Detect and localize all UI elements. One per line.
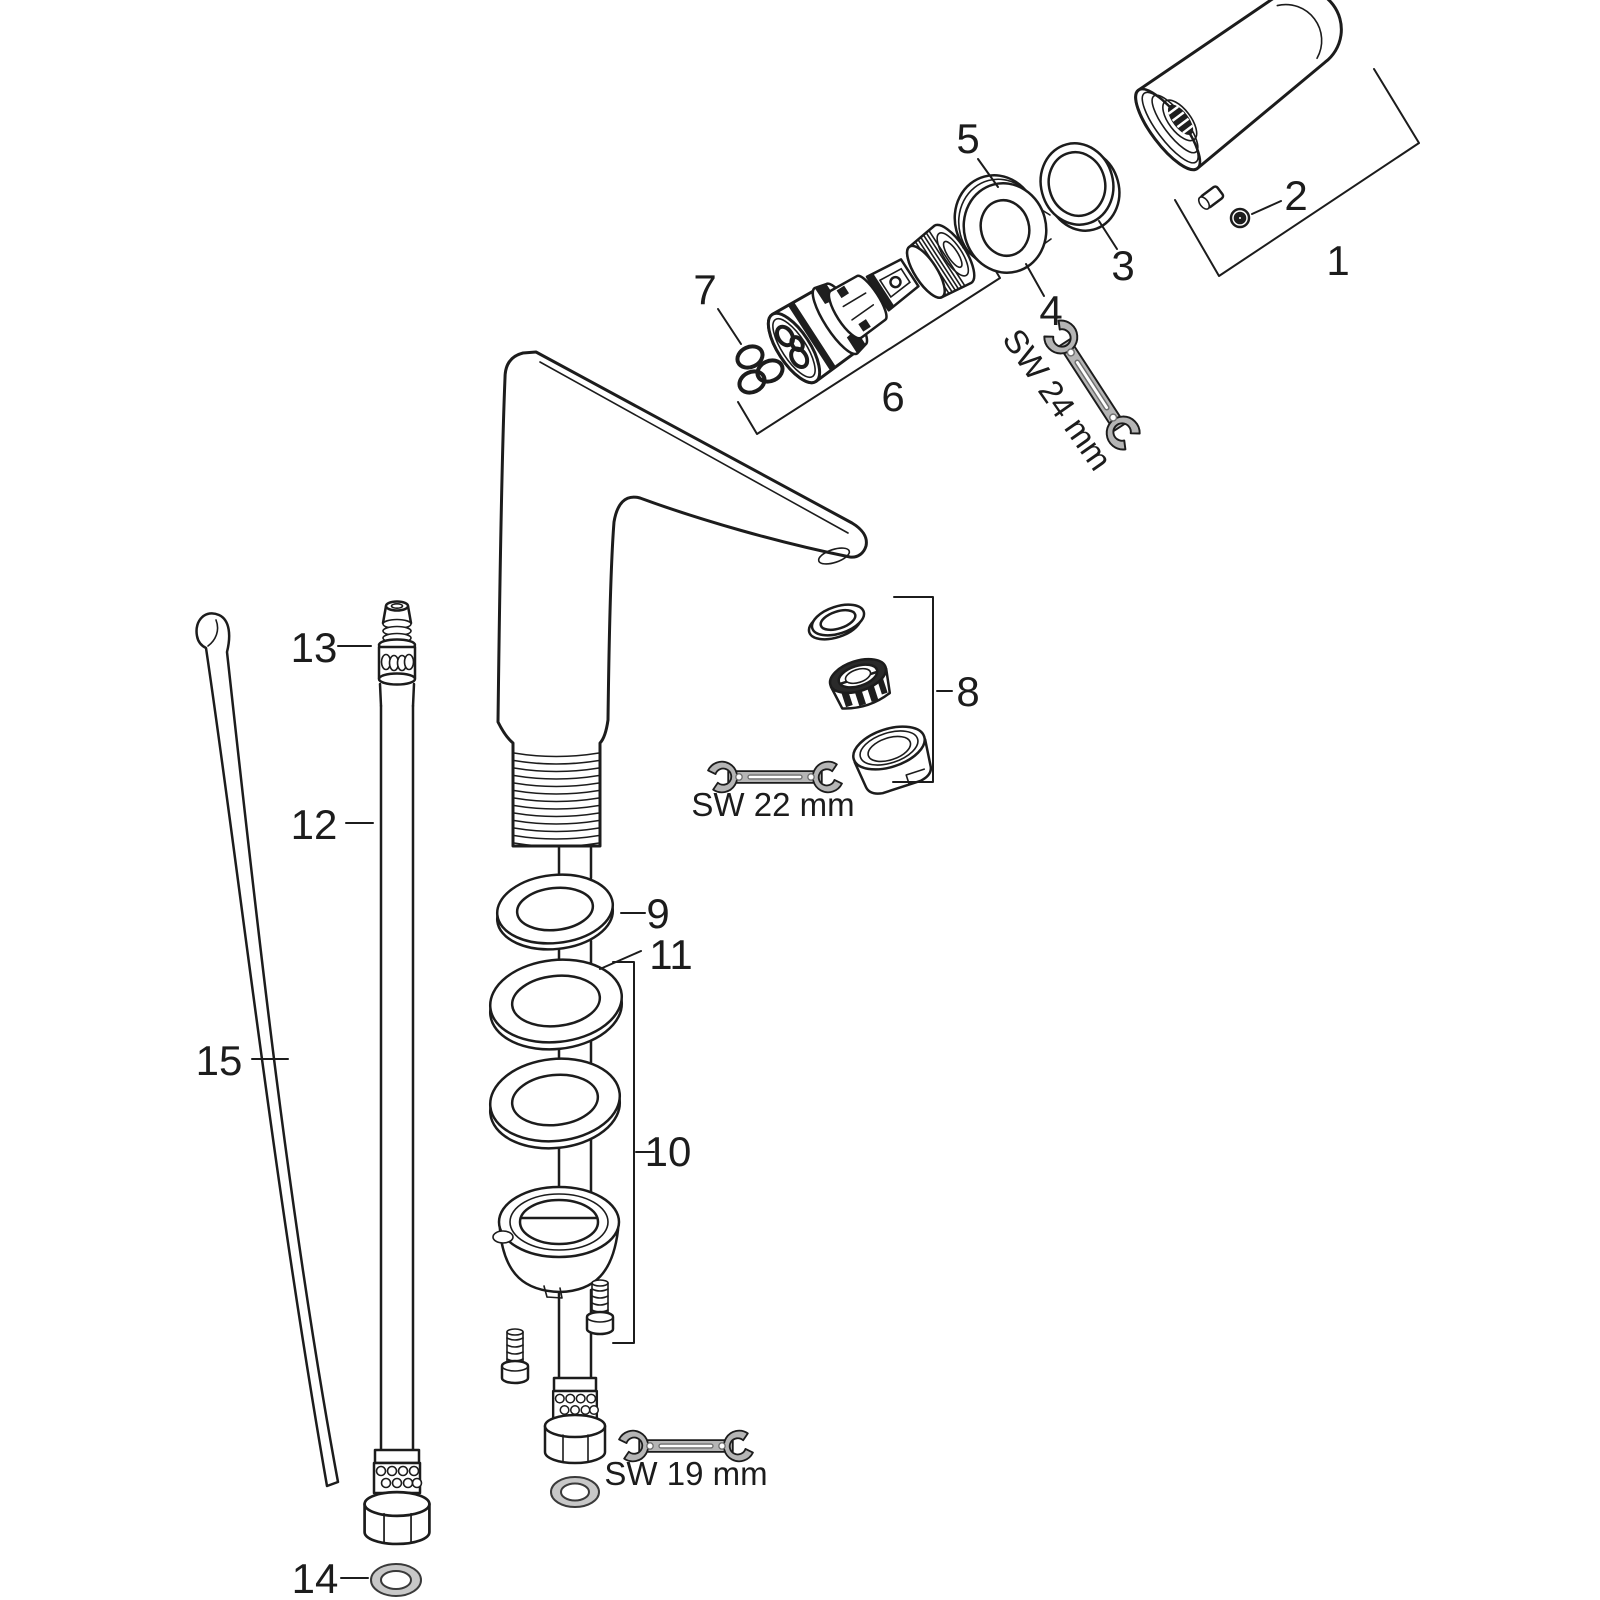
mounting-flange-nut <box>492 1185 621 1299</box>
cartridge <box>766 258 920 385</box>
callout-8: 8 <box>956 668 979 715</box>
aerator-insert <box>828 657 892 710</box>
supply-washer <box>549 1476 601 1508</box>
bracket-10 <box>612 961 635 1344</box>
ring-11 <box>488 958 624 1051</box>
supply-pipe <box>557 846 593 1382</box>
wrench-label-sw22: SW 22 mm <box>691 786 854 823</box>
hose-tube <box>379 704 415 1452</box>
supply-pipe-connector <box>543 1376 607 1508</box>
handle-spline-socket <box>1167 104 1194 135</box>
ring-9 <box>495 873 615 951</box>
wrench-label-sw19: SW 19 mm <box>604 1455 767 1492</box>
callout-13: 13 <box>291 624 338 671</box>
aerator-set <box>807 596 953 795</box>
callout-4: 4 <box>1039 287 1062 334</box>
set-screw <box>1197 185 1251 229</box>
fixation-screw-b <box>500 1327 530 1385</box>
handle <box>1134 0 1343 172</box>
bracket-1 <box>1174 68 1420 277</box>
callout-15: 15 <box>196 1037 243 1084</box>
callout-9: 9 <box>646 890 669 937</box>
callout-7: 7 <box>693 266 716 313</box>
callout-14: 14 <box>292 1555 339 1600</box>
callout-1: 1 <box>1326 237 1349 284</box>
callouts: 1 2 3 4 5 6 7 8 9 10 11 12 13 14 15 <box>196 115 1350 1600</box>
aerator-housing <box>852 725 933 795</box>
ring-3 <box>1039 142 1121 232</box>
spout-outlet <box>817 547 851 565</box>
callout-11: 11 <box>649 931 693 978</box>
bracket-8 <box>892 596 934 783</box>
collar-ring-set <box>953 174 1052 274</box>
hose-connector <box>377 600 417 708</box>
callout-3: 3 <box>1111 242 1134 289</box>
cartridge-seal-set <box>735 344 785 395</box>
cartridge-nut <box>905 223 977 299</box>
pull-rod <box>195 612 340 1488</box>
callout-10: 10 <box>645 1128 692 1175</box>
aerator-gasket <box>807 603 866 641</box>
callout-2: 2 <box>1284 172 1307 219</box>
callout-12: 12 <box>291 801 338 848</box>
ring-10 <box>488 1057 622 1150</box>
faucet-body <box>496 350 868 1382</box>
leader-lines <box>251 158 1282 1579</box>
callout-6: 6 <box>881 373 904 420</box>
sealing-washer-14 <box>369 1563 423 1597</box>
callout-5: 5 <box>956 115 979 162</box>
threaded-shank <box>513 752 600 848</box>
supply-hose <box>363 600 431 1546</box>
